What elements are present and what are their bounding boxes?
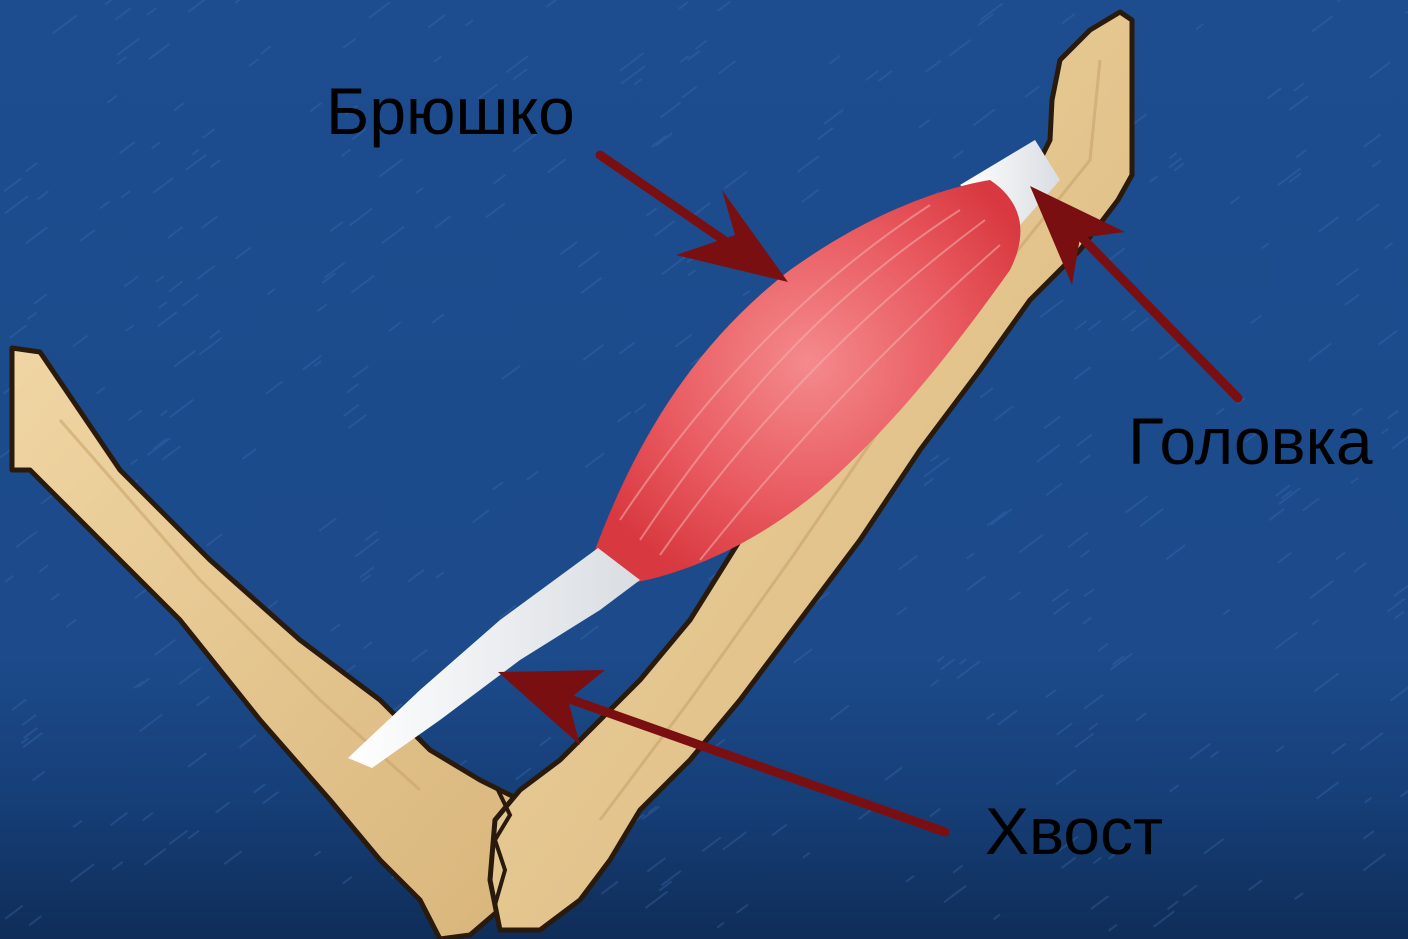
arrow-to-head xyxy=(1030,186,1238,398)
label-head: Головка xyxy=(1128,408,1373,474)
upper-arm-bone xyxy=(12,348,530,939)
arrow-to-belly xyxy=(600,155,788,282)
label-tail: Хвост xyxy=(985,798,1163,864)
label-belly: Брюшко xyxy=(326,78,575,144)
